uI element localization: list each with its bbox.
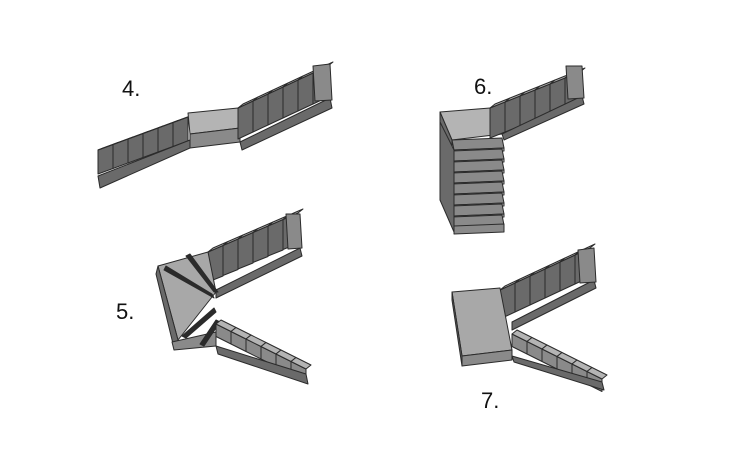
stair-6-label: 6. [474,74,493,99]
stair-5-label: 5. [116,299,135,324]
stair-5-up-stringer [215,247,303,299]
stair-5-winder [155,208,312,385]
stair-5-down-stringer [215,345,309,385]
stair-4-top-end [312,63,333,102]
stair-7-up-top-end [577,247,597,284]
stair-5-winder-line-1 [163,265,215,299]
stair-6-l-shaped [439,65,586,235]
stair-5-winder-line-2 [185,253,219,293]
stair-7-landing-front [461,349,513,367]
stair-5-winder-platform [157,251,217,341]
stair-4-label: 4. [122,76,141,101]
stair-5-winder-line-3 [181,307,217,339]
stair-7-label: 7. [481,388,500,413]
stair-7-u-turn [451,243,608,392]
stair-5-down-tread-6 [290,357,312,370]
stair-6-up-stringer [501,95,585,141]
stair-6-top-end [565,65,585,100]
stair-4-lower-stringer [97,139,191,189]
stair-4-upper-stringer [239,97,333,151]
stair-5-up-top-end [285,213,303,250]
stair-7-down-stringer [511,355,605,391]
stair-6-down-base [453,223,505,235]
stair-7-down-tread-6 [586,367,608,380]
stair-4-straight [97,61,334,189]
stair-7-up-stringer [511,279,597,331]
